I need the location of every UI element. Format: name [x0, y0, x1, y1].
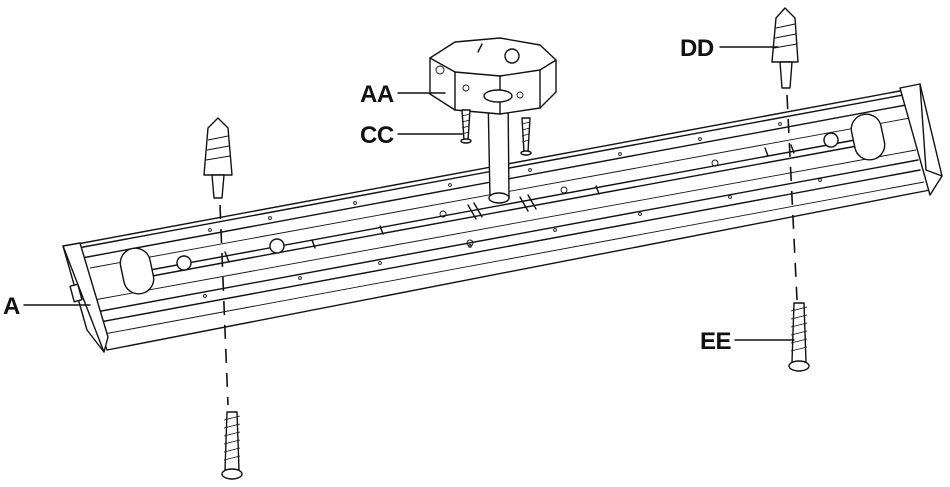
callout-dd: DD — [680, 35, 714, 62]
callout-a: A — [3, 293, 20, 320]
alignment-line — [786, 94, 798, 301]
junction-box-icon — [429, 37, 557, 115]
wood-screw-icon — [221, 411, 243, 480]
machine-screw-icon — [520, 117, 532, 156]
wall-anchor-icon — [203, 117, 233, 199]
alignment-line — [219, 204, 229, 406]
callout-ee: EE — [700, 328, 732, 355]
supply-wire-icon — [487, 93, 510, 204]
callout-cc: CC — [360, 122, 394, 149]
wall-anchor-icon — [771, 7, 799, 89]
machine-screw-icon — [460, 109, 472, 144]
callout-aa: AA — [360, 81, 394, 108]
light-fixture-housing-icon — [62, 83, 943, 353]
wood-screw-icon — [788, 302, 810, 372]
